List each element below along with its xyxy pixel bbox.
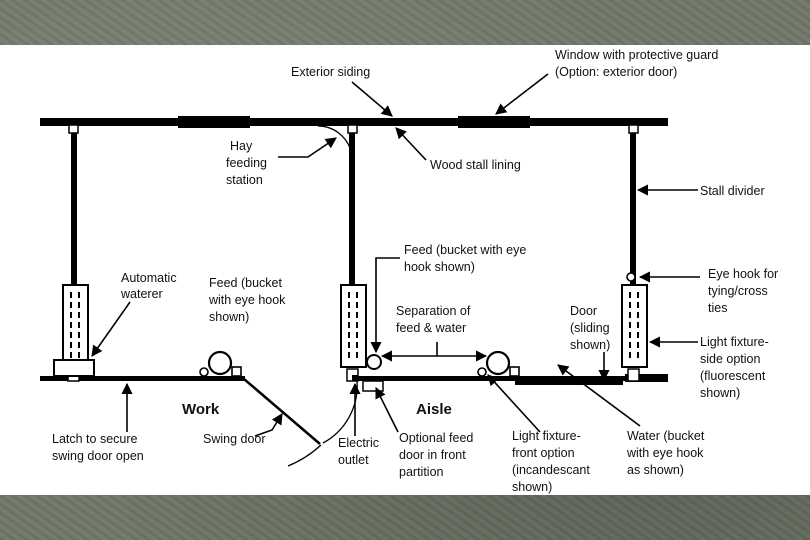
label-waterer-1: Automatic <box>121 271 177 285</box>
label-water-2: with eye hook <box>626 446 704 460</box>
label-eyehook-2: tying/cross <box>708 284 768 298</box>
label-swing-door: Swing door <box>203 432 266 446</box>
label-optfeed-1: Optional feed <box>399 431 473 445</box>
label-door-1: Door <box>570 304 597 318</box>
label-lightfront-3: (incandescant <box>512 463 590 477</box>
hay-feeding-station <box>317 125 353 161</box>
electric-outlet-icon <box>352 375 358 381</box>
label-latch-2: swing door open <box>52 449 144 463</box>
sliding-door <box>515 380 623 385</box>
label-feed-left-2: with eye hook <box>208 293 286 307</box>
label-lightfront-1: Light fixture- <box>512 429 581 443</box>
label-eyehook-3: ties <box>708 301 727 315</box>
label-work: Work <box>182 401 220 418</box>
label-stall-divider: Stall divider <box>700 184 765 198</box>
water-bucket <box>477 350 520 377</box>
label-water-1: Water (bucket <box>627 429 705 443</box>
label-hay-3: station <box>226 173 263 187</box>
label-lightside-1: Light fixture- <box>700 335 769 349</box>
label-hay-1: Hay <box>230 139 253 153</box>
label-lightside-4: shown) <box>700 386 740 400</box>
leader-lines <box>91 73 700 437</box>
label-optfeed-2: door in front <box>399 448 466 462</box>
label-door-2: (sliding <box>570 321 610 335</box>
label-feed-top-2: hook shown) <box>404 260 475 274</box>
label-door-3: shown) <box>570 338 610 352</box>
label-lightfront-2: front option <box>512 446 575 460</box>
optional-feed-door <box>362 380 384 392</box>
labels: Exterior siding Window with protective g… <box>52 48 778 494</box>
label-electric-2: outlet <box>338 453 369 467</box>
label-wood-stall-lining: Wood stall lining <box>430 158 521 172</box>
automatic-waterer <box>53 359 95 377</box>
label-exterior-siding: Exterior siding <box>291 65 370 79</box>
label-waterer-2: waterer <box>120 287 163 301</box>
label-eyehook-1: Eye hook for <box>708 267 778 281</box>
label-electric-1: Electric <box>338 436 379 450</box>
label-feed-left-3: shown) <box>209 310 249 324</box>
label-separation-1: Separation of <box>396 304 471 318</box>
label-feed-top-1: Feed (bucket with eye <box>404 243 526 257</box>
label-lightfront-4: shown) <box>512 480 552 494</box>
exterior-wall <box>40 116 668 128</box>
eye-hook-icon <box>626 272 636 282</box>
label-separation-2: feed & water <box>396 321 466 335</box>
label-lightside-3: (fluorescent <box>700 369 766 383</box>
window-right <box>458 116 530 128</box>
stall-dividers <box>68 124 639 286</box>
label-aisle: Aisle <box>416 401 452 418</box>
label-optfeed-3: partition <box>399 465 444 479</box>
label-window-2: (Option: exterior door) <box>555 65 677 79</box>
label-hay-2: feeding <box>226 156 267 170</box>
feed-bucket-left <box>199 350 242 377</box>
feed-bucket-center <box>366 354 382 370</box>
label-feed-left-1: Feed (bucket <box>209 276 282 290</box>
label-water-3: as shown) <box>627 463 684 477</box>
label-latch-1: Latch to secure <box>52 432 138 446</box>
label-window-1: Window with protective guard <box>555 48 718 62</box>
label-lightside-2: side option <box>700 352 761 366</box>
fluorescent-fixtures <box>62 284 648 368</box>
window-left <box>178 116 250 128</box>
